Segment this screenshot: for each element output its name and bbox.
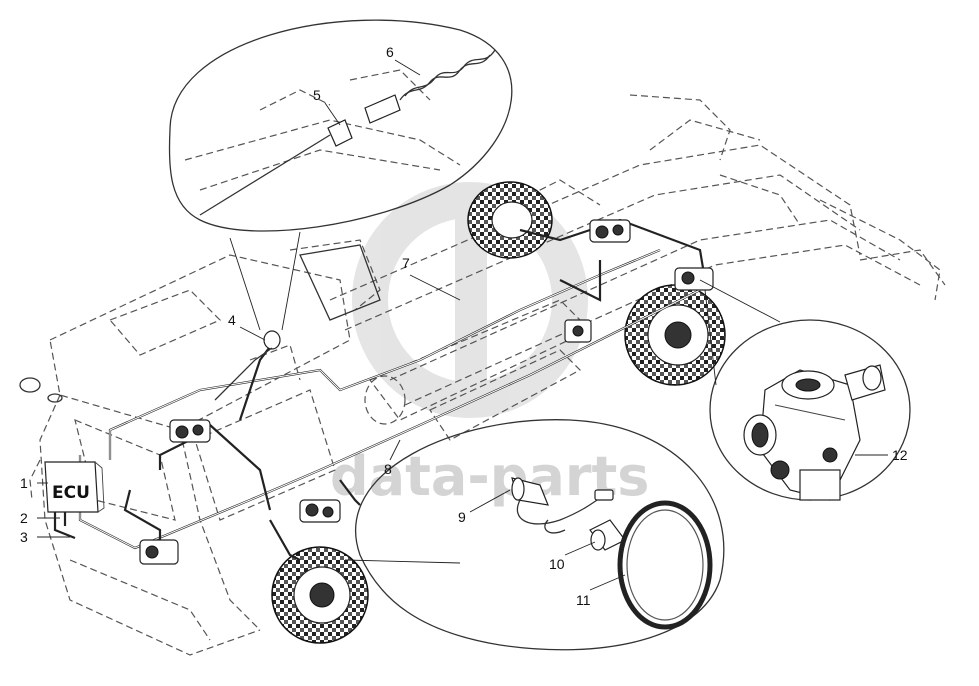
inset-sensor-cable bbox=[168, 19, 513, 331]
callout-5: 5 bbox=[313, 87, 321, 103]
modulator-valve-front-left bbox=[169, 419, 211, 443]
callout-10: 10 bbox=[549, 556, 565, 572]
truck-cab bbox=[19, 239, 381, 656]
callout-8: 8 bbox=[384, 461, 392, 477]
callout-9: 9 bbox=[458, 509, 466, 525]
sensor-bracket-rear bbox=[564, 319, 592, 343]
callout-11: 11 bbox=[576, 592, 591, 608]
modulator-valve-rear-right bbox=[674, 267, 714, 291]
callout-1: 1 bbox=[20, 475, 28, 491]
callout-4: 4 bbox=[228, 312, 236, 328]
ecu-label: ECU bbox=[52, 483, 90, 503]
rear-wheel-far bbox=[467, 181, 553, 259]
front-wheel bbox=[271, 546, 369, 644]
inset-sensor-kit bbox=[344, 419, 725, 651]
ecu-unit: ECU bbox=[44, 461, 105, 540]
callout-6: 6 bbox=[386, 44, 394, 60]
callout-7: 7 bbox=[402, 255, 410, 271]
modulator-valve-front-right bbox=[299, 499, 341, 523]
callout-12: 12 bbox=[892, 447, 908, 463]
inset-valve bbox=[699, 279, 911, 501]
callout-leaders bbox=[37, 59, 888, 591]
callout-2: 2 bbox=[20, 510, 28, 526]
relay-valve-drawing bbox=[743, 364, 886, 501]
rear-wheel bbox=[624, 284, 726, 386]
modulator-valve-rear-left bbox=[589, 219, 631, 243]
sensor-grommet bbox=[214, 330, 281, 401]
modulator-valve-front-lower bbox=[139, 539, 179, 565]
tone-ring bbox=[617, 500, 713, 630]
wheel-speed-sensor bbox=[511, 477, 614, 534]
callout-3: 3 bbox=[20, 529, 28, 545]
